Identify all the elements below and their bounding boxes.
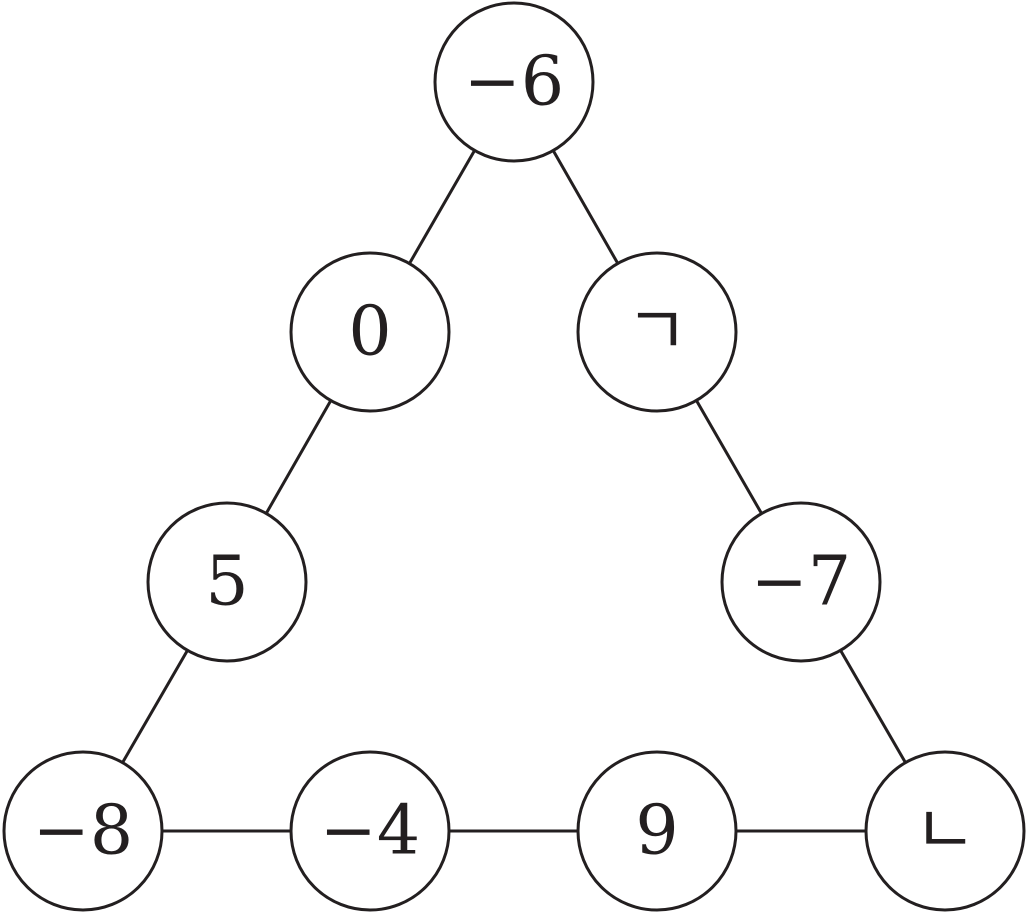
node-label: −8: [33, 792, 133, 871]
node-right-lower: −7: [720, 501, 882, 663]
node-circle: [433, 1, 595, 163]
node-left-upper: 0: [289, 251, 451, 413]
node-circle: [576, 750, 738, 912]
node-label: −7: [751, 543, 851, 622]
node-left-lower: 5: [146, 501, 308, 663]
node-label: ㄴ: [914, 792, 977, 871]
node-bottom-mid-left: −4: [289, 750, 451, 912]
node-circle: [720, 501, 882, 663]
node-label: 5: [205, 543, 248, 622]
node-label: ㄱ: [626, 293, 689, 372]
node-label: −6: [464, 43, 564, 122]
node-label: −4: [320, 792, 420, 871]
node-circle: [2, 750, 164, 912]
node-right-upper: ㄱ: [576, 251, 738, 413]
node-top: −6: [433, 1, 595, 163]
node-circle: [289, 750, 451, 912]
node-label: 9: [635, 792, 678, 871]
node-circle: [146, 501, 308, 663]
node-label: 0: [348, 293, 391, 372]
node-circle: [576, 251, 738, 413]
node-bottom-left: −8: [2, 750, 164, 912]
node-circle: [864, 750, 1026, 912]
node-bottom-right: ㄴ: [864, 750, 1026, 912]
edges: [81, 81, 947, 833]
node-bottom-mid-right: 9: [576, 750, 738, 912]
node-circle: [289, 251, 451, 413]
